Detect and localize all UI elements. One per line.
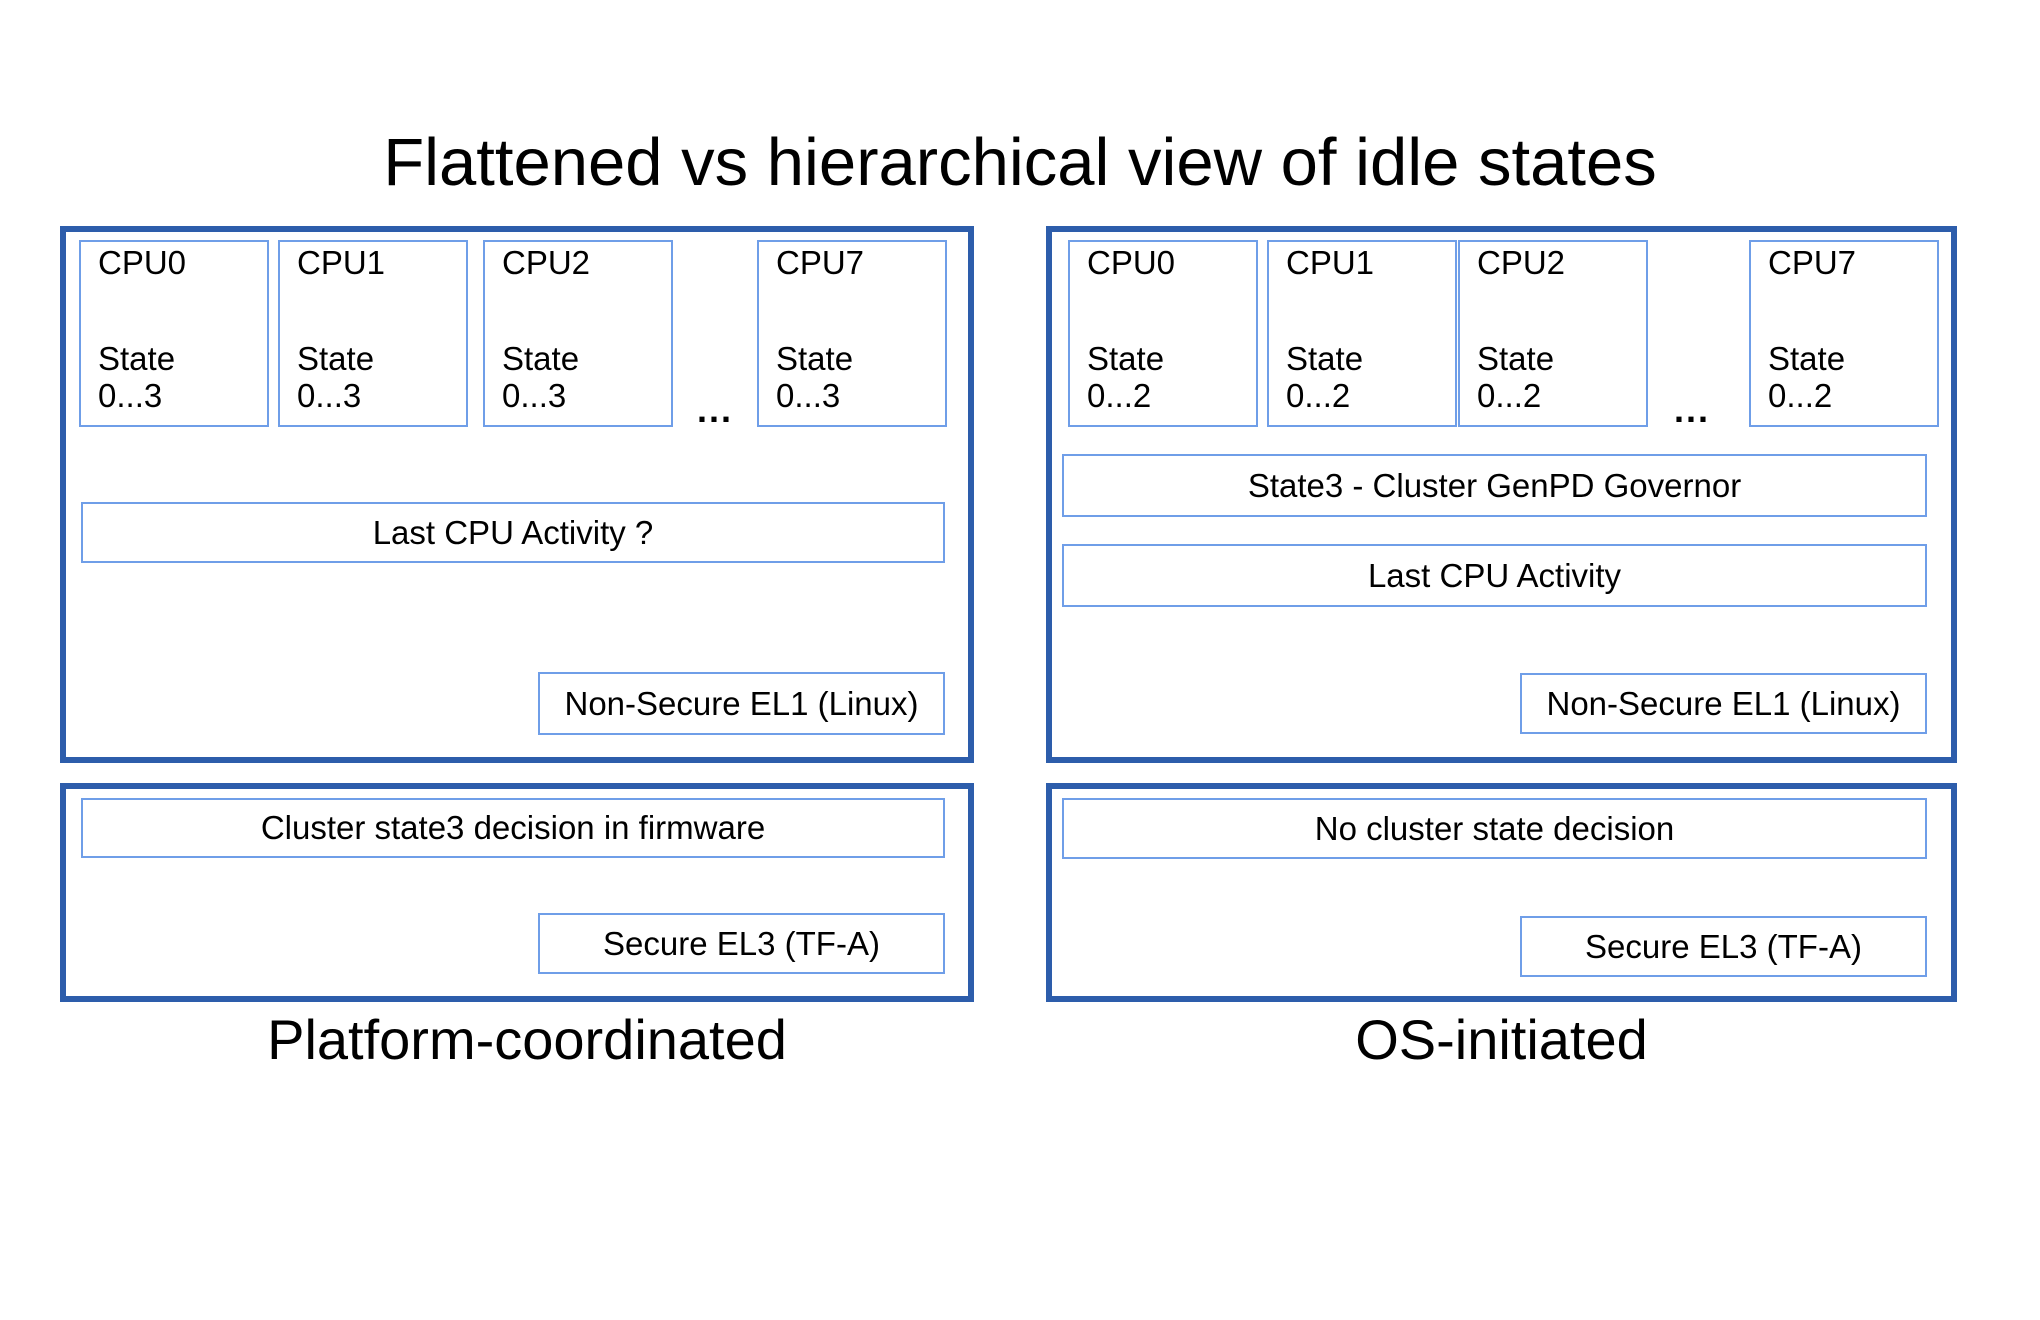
cpu-state: State 0...3 (502, 340, 671, 415)
cpu-state-label: State (1477, 339, 1555, 377)
ellipsis-more-cpus: ... (1673, 389, 1710, 430)
cpu-name: CPU7 (1768, 244, 1857, 281)
cpu-state: State 0...2 (1087, 340, 1256, 415)
cpu-state: State 0...2 (1286, 340, 1455, 415)
cpu-state: State 0...3 (776, 340, 945, 415)
right-nonsecure-panel: CPU0 State 0...2 CPU1 State 0...2 CPU2 S… (1046, 226, 1957, 763)
no-cluster-decision-box: No cluster state decision (1062, 798, 1927, 859)
cpu-state-label: State (502, 339, 580, 377)
right-caption: OS-initiated (1355, 1008, 1648, 1071)
secure-el3-label-box: Secure EL3 (TF-A) (1520, 916, 1927, 977)
cpu-state: State 0...3 (297, 340, 466, 415)
last-cpu-activity-box: Last CPU Activity ? (81, 502, 945, 563)
cpu-name: CPU1 (1286, 244, 1375, 281)
right-cpu1-box: CPU1 State 0...2 (1267, 240, 1457, 427)
cpu-state-range: 0...3 (98, 377, 163, 415)
cluster-decision-firmware-box: Cluster state3 decision in firmware (81, 798, 945, 858)
left-cpu0-box: CPU0 State 0...3 (79, 240, 269, 427)
ellipsis-more-cpus: ... (696, 389, 733, 430)
last-cpu-activity-box: Last CPU Activity (1062, 544, 1927, 607)
cpu-name: CPU0 (1087, 244, 1176, 281)
cpu-state-range: 0...2 (1087, 377, 1152, 415)
cpu-name: CPU7 (776, 244, 865, 281)
cpu-state: State 0...2 (1768, 340, 1937, 415)
right-secure-panel: No cluster state decision Secure EL3 (TF… (1046, 783, 1957, 1002)
left-nonsecure-panel: CPU0 State 0...3 CPU1 State 0...3 CPU2 S… (60, 226, 974, 763)
cpu-name: CPU2 (1477, 244, 1566, 281)
secure-el3-label-box: Secure EL3 (TF-A) (538, 913, 945, 974)
right-cpu0-box: CPU0 State 0...2 (1068, 240, 1258, 427)
cpu-state-label: State (1087, 339, 1165, 377)
left-secure-panel: Cluster state3 decision in firmware Secu… (60, 783, 974, 1002)
cpu-state-label: State (776, 339, 854, 377)
left-cpu1-box: CPU1 State 0...3 (278, 240, 468, 427)
cpu-state-range: 0...3 (776, 377, 841, 415)
cpu-state-range: 0...2 (1768, 377, 1833, 415)
cpu-state-label: State (1768, 339, 1846, 377)
cpu-name: CPU1 (297, 244, 386, 281)
left-cpu7-box: CPU7 State 0...3 (757, 240, 947, 427)
nonsecure-el1-label-box: Non-Secure EL1 (Linux) (538, 672, 945, 735)
cpu-name: CPU0 (98, 244, 187, 281)
left-caption: Platform-coordinated (267, 1008, 787, 1071)
right-cpu2-box: CPU2 State 0...2 (1458, 240, 1648, 427)
cpu-state-range: 0...2 (1286, 377, 1351, 415)
cpu-state-range: 0...3 (502, 377, 567, 415)
slide-title: Flattened vs hierarchical view of idle s… (383, 125, 1657, 200)
cpu-state-range: 0...3 (297, 377, 362, 415)
right-cpu7-box: CPU7 State 0...2 (1749, 240, 1939, 427)
cpu-name: CPU2 (502, 244, 591, 281)
cpu-state: State 0...3 (98, 340, 267, 415)
cpu-state-range: 0...2 (1477, 377, 1542, 415)
cpu-state-label: State (297, 339, 375, 377)
cluster-genpd-governor-box: State3 - Cluster GenPD Governor (1062, 454, 1927, 517)
nonsecure-el1-label-box: Non-Secure EL1 (Linux) (1520, 673, 1927, 734)
cpu-state-label: State (98, 339, 176, 377)
cpu-state: State 0...2 (1477, 340, 1646, 415)
left-cpu2-box: CPU2 State 0...3 (483, 240, 673, 427)
cpu-state-label: State (1286, 339, 1364, 377)
